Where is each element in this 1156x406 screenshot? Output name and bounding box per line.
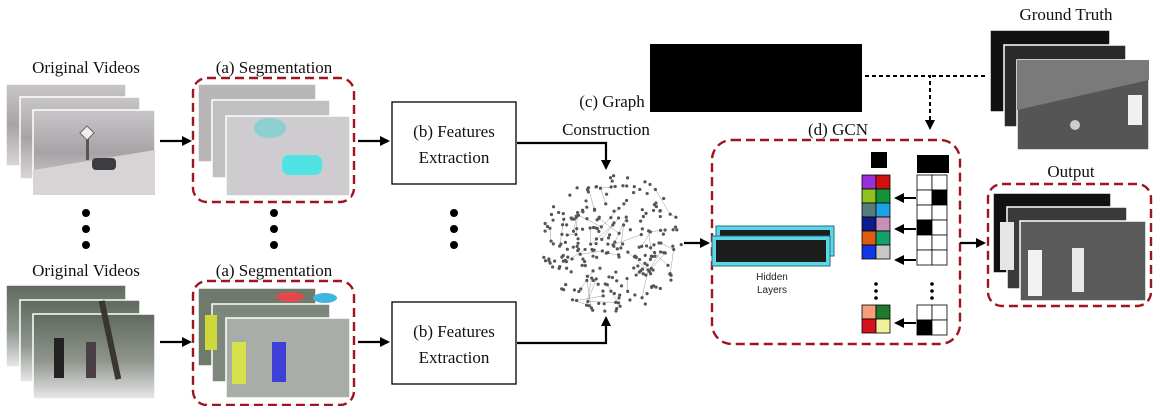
label-grid-dot xyxy=(930,282,934,286)
feature-cell xyxy=(861,174,877,190)
grid-header-block xyxy=(871,152,887,168)
grid-dot xyxy=(874,296,878,300)
feature-cell xyxy=(861,188,877,204)
original-videos-label-top: Original Videos xyxy=(32,58,140,77)
features-label-top-line1: (b) Features xyxy=(413,122,495,141)
node-label-grid xyxy=(894,155,949,336)
label-cell xyxy=(931,234,948,251)
feature-cell xyxy=(875,304,891,320)
feature-cell xyxy=(861,230,877,246)
label-cell xyxy=(931,249,948,266)
graph-node-cloud xyxy=(542,174,683,313)
hidden-layers xyxy=(711,225,835,267)
feature-cell xyxy=(875,188,891,204)
feature-cell xyxy=(875,174,891,190)
features-label-bottom-line1: (b) Features xyxy=(413,322,495,341)
gcn-label: (d) GCN xyxy=(808,120,868,139)
label-grid-dot xyxy=(930,296,934,300)
feature-cell xyxy=(861,244,877,260)
hidden-layers-label-line1: Hidden xyxy=(756,272,788,283)
features-label-top-line2: Extraction xyxy=(419,148,490,167)
label-cell xyxy=(931,219,948,236)
grid-dot xyxy=(874,289,878,293)
segmentation-frames-top xyxy=(197,83,351,197)
segmentation-box-bottom xyxy=(191,279,356,406)
label-cell xyxy=(916,189,933,206)
output-box xyxy=(986,182,1153,308)
graph-label-line1: (c) Graph xyxy=(579,92,645,111)
label-cell xyxy=(931,204,948,221)
ellipsis-dots xyxy=(82,209,458,249)
feature-cell xyxy=(861,216,877,232)
feature-cell xyxy=(875,202,891,218)
label-cell xyxy=(931,189,948,206)
ground-truth-frames xyxy=(989,29,1150,151)
gcn-box xyxy=(710,138,962,346)
graph-label-line2: Construction xyxy=(562,120,650,139)
label-cell xyxy=(931,304,948,321)
label-cell xyxy=(916,174,933,191)
feature-cell xyxy=(875,244,891,260)
feature-cell xyxy=(861,304,877,320)
label-grid-dot xyxy=(930,289,934,293)
feature-cell xyxy=(875,216,891,232)
label-cell xyxy=(931,319,948,336)
output-frames xyxy=(992,192,1147,302)
node-feature-grid xyxy=(861,152,891,334)
label-cell xyxy=(931,174,948,191)
features-extraction-box-bottom xyxy=(391,301,517,385)
grid-dot xyxy=(874,282,878,286)
feature-cell xyxy=(861,318,877,334)
label-cell xyxy=(916,204,933,221)
original-video-frames-top xyxy=(5,83,156,196)
feature-cell xyxy=(861,202,877,218)
segmentation-box-top xyxy=(191,76,356,204)
label-cell xyxy=(916,304,933,321)
graph-nodes xyxy=(542,174,683,313)
label-cell xyxy=(916,219,933,236)
label-cell xyxy=(916,319,933,336)
output-label: Output xyxy=(1047,162,1095,181)
hidden-layers-label-line2: Layers xyxy=(757,285,787,296)
features-extraction-box-top xyxy=(391,101,517,185)
label-cell xyxy=(916,249,933,266)
feature-cell xyxy=(875,318,891,334)
ground-truth-label: Ground Truth xyxy=(1019,5,1113,24)
label-cell xyxy=(916,234,933,251)
segmentation-label-top: (a) Segmentation xyxy=(216,58,333,77)
label-header-block xyxy=(917,155,949,173)
segmentation-label-bottom: (a) Segmentation xyxy=(216,261,333,280)
redacted-block xyxy=(650,44,862,112)
features-label-bottom-line2: Extraction xyxy=(419,348,490,367)
original-video-frames-bottom xyxy=(5,284,156,400)
original-videos-label-bottom: Original Videos xyxy=(32,261,140,280)
feature-cell xyxy=(875,230,891,246)
segmentation-frames-bottom xyxy=(197,287,351,399)
